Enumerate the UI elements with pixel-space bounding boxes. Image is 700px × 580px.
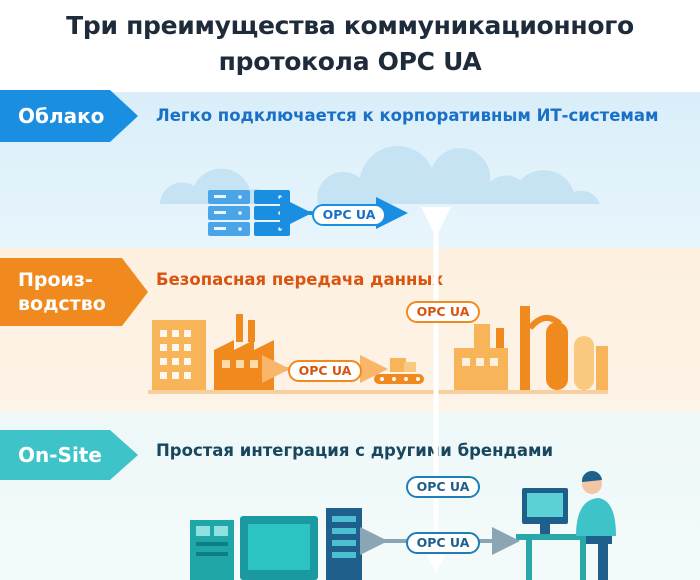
operator-workstation-icon [516, 470, 616, 580]
opc-ua-label-production-vertical: OPC UA [406, 301, 480, 323]
opc-ua-label-onsite-vertical: OPC UA [406, 476, 480, 498]
server-rack-icon [208, 190, 290, 236]
office-building-icon [152, 320, 206, 390]
production-band [0, 248, 700, 412]
onsite-tag: On-Site [0, 430, 138, 480]
opc-ua-label-onsite-horizontal: OPC UA [406, 532, 480, 554]
opc-ua-label-production-horizontal: OPC UA [288, 360, 362, 382]
onsite-heading: Простая интеграция с другими брендами [156, 441, 554, 460]
cloud-heading: Легко подключается к корпоративным ИТ-си… [156, 106, 659, 125]
conveyor-icon [374, 358, 424, 384]
cloud-tag-label: Облако [18, 104, 105, 128]
production-tag-line-2: водство [18, 293, 106, 315]
cloud-illustration [160, 145, 600, 236]
production-tag: Произ- водство [0, 258, 148, 326]
production-tag-label: Произ- водство [18, 268, 106, 316]
factory-icon [214, 314, 274, 390]
onsite-illustration [190, 470, 616, 580]
hmi-panel-icon [240, 516, 318, 580]
production-illustration [148, 306, 608, 394]
onsite-band [0, 412, 700, 580]
title-line-1: Три преимущества коммуникационного [66, 11, 634, 40]
opc-ua-label-cloud: OPC UA [312, 204, 386, 226]
production-heading: Безопасная передача данных [156, 270, 443, 289]
controller-icon [190, 520, 234, 580]
page-title: Три преимущества коммуникационного прото… [0, 8, 700, 80]
production-tag-line-1: Произ- [18, 269, 93, 291]
cloud-tag: Облако [0, 90, 138, 142]
plc-icon [326, 508, 362, 580]
refinery-icon [454, 306, 608, 390]
onsite-tag-label: On-Site [18, 443, 102, 467]
title-line-2: протокола OPC UA [218, 47, 482, 76]
